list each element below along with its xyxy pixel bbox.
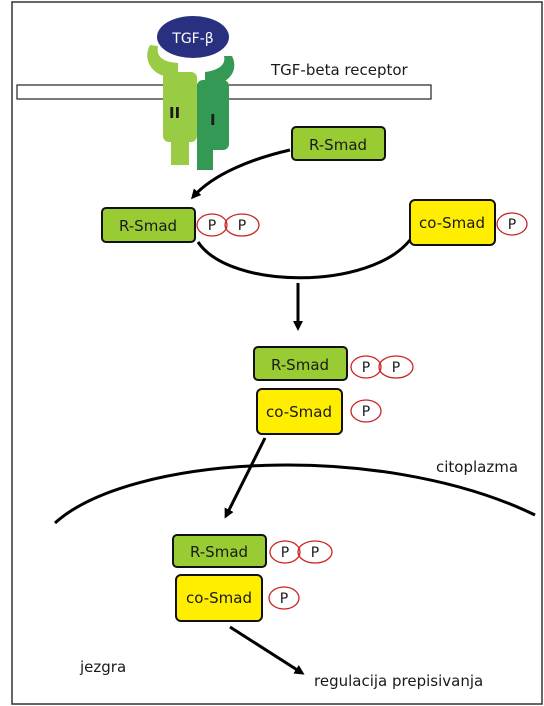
r-smad-complex-nucleus	[172, 534, 267, 568]
phosphate-label: P	[392, 360, 400, 376]
r-smad-complex-nucleus-label: R-Smad	[190, 543, 248, 561]
r-smad-free	[291, 126, 386, 161]
phosphate-co-smad	[496, 212, 528, 236]
receptor-subunit-ii	[147, 45, 197, 165]
co-smad-complex-nucleus	[175, 574, 263, 622]
co-smad-free-label: co-Smad	[419, 214, 485, 232]
phosphate-nucleus-2	[297, 540, 333, 564]
phosphate-nucleus-1	[269, 540, 301, 564]
co-smad-complex-cytoplasm-label: co-Smad	[266, 403, 332, 421]
transcription-label: regulacija prepisivanja	[314, 672, 483, 690]
tgf-beta-ligand	[157, 16, 229, 58]
phosphate-label: P	[281, 545, 289, 561]
phosphate-label: P	[362, 404, 370, 420]
receptor-ii-label: II	[169, 104, 180, 122]
nuclear-envelope	[53, 463, 536, 525]
nucleus-label: jezgra	[79, 658, 126, 676]
r-smad-complex-cytoplasm-label: R-Smad	[271, 356, 329, 374]
phosphate-r-smad-2	[224, 213, 260, 237]
ligand-label: TGF-β	[171, 31, 213, 47]
r-smad-free-label: R-Smad	[309, 136, 367, 154]
co-smad-complex-nucleus-label: co-Smad	[186, 589, 252, 607]
phosphate-label: P	[311, 545, 319, 561]
phosphate-label: P	[208, 218, 216, 234]
phosphate-r-smad-1	[196, 213, 228, 237]
r-smad-phosphorylated-label: R-Smad	[119, 217, 177, 235]
phosphate-label: P	[508, 217, 516, 233]
phosphate-nucleus-3	[268, 586, 300, 610]
co-smad-complex-cytoplasm	[256, 388, 343, 435]
co-smad-free	[409, 199, 496, 246]
cytoplasm-label: citoplazma	[436, 458, 518, 476]
r-smad-phosphorylated	[101, 207, 196, 243]
phosphate-label: P	[238, 218, 246, 234]
arrow-nuclear-import	[224, 437, 267, 519]
r-smad-complex-cytoplasm	[253, 346, 348, 381]
phosphate-label: P	[280, 591, 288, 607]
receptor-i-label: I	[210, 111, 216, 129]
receptor-label: TGF-beta receptor	[270, 61, 409, 79]
receptor-subunit-i	[197, 56, 235, 170]
converging-curve	[196, 239, 412, 280]
phosphate-complex-1	[350, 355, 382, 379]
phosphate-complex-2	[378, 355, 414, 379]
phosphate-complex-3	[350, 399, 382, 423]
arrow-transcription	[229, 625, 305, 675]
phosphate-label: P	[362, 360, 370, 376]
arrow-phosphorylation	[191, 148, 291, 200]
